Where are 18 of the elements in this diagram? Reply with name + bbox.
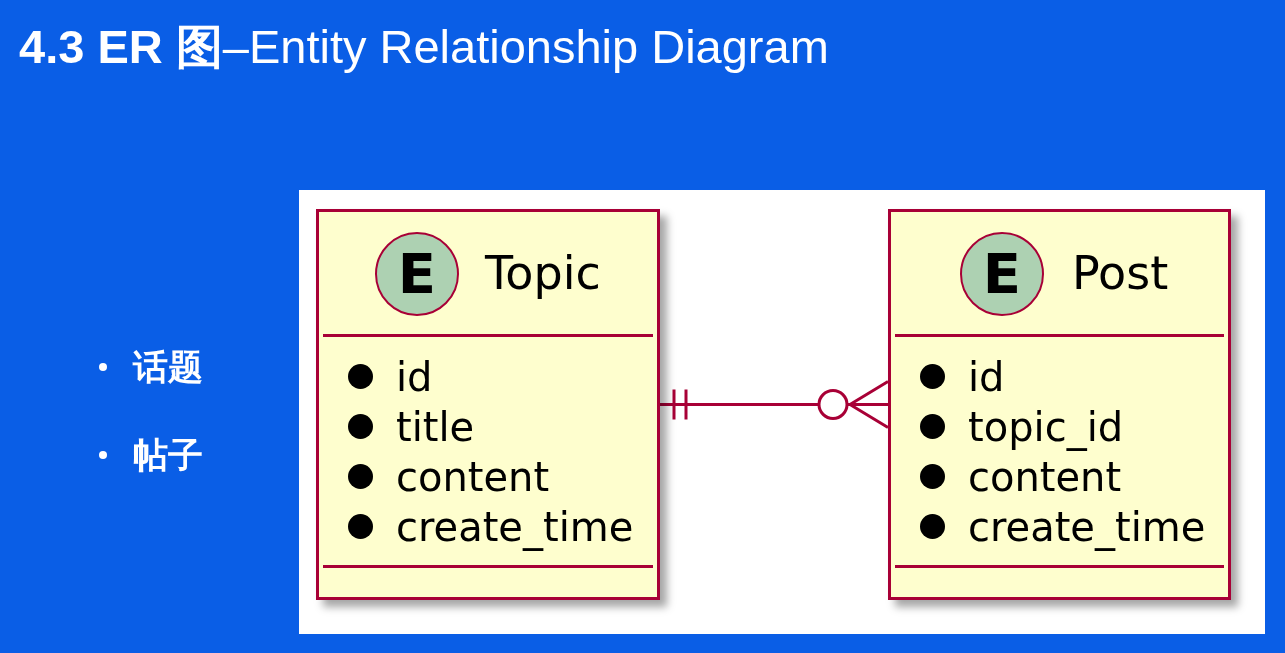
- attribute-name: content: [396, 453, 550, 502]
- attribute-name: id: [396, 353, 433, 402]
- entity-box: [316, 209, 660, 600]
- slide-title: 4.3 ER 图–Entity Relationship Diagram: [19, 19, 829, 75]
- attribute-name: content: [968, 453, 1122, 502]
- attribute-name: title: [396, 403, 475, 452]
- attribute-name: create_time: [396, 503, 634, 552]
- list-item-text: 话题: [133, 346, 203, 389]
- attribute-name: id: [968, 353, 1005, 402]
- entity-badge: E: [375, 232, 459, 316]
- list-item-text: 帖子: [133, 434, 203, 477]
- attribute-name: topic_id: [968, 403, 1124, 452]
- entity-box: [888, 209, 1231, 600]
- entity-name: Topic: [485, 245, 601, 301]
- relationship-line: [660, 380, 890, 429]
- entity-name: Post: [1072, 245, 1169, 301]
- entity-badge: E: [960, 232, 1044, 316]
- attribute-name: create_time: [968, 503, 1206, 552]
